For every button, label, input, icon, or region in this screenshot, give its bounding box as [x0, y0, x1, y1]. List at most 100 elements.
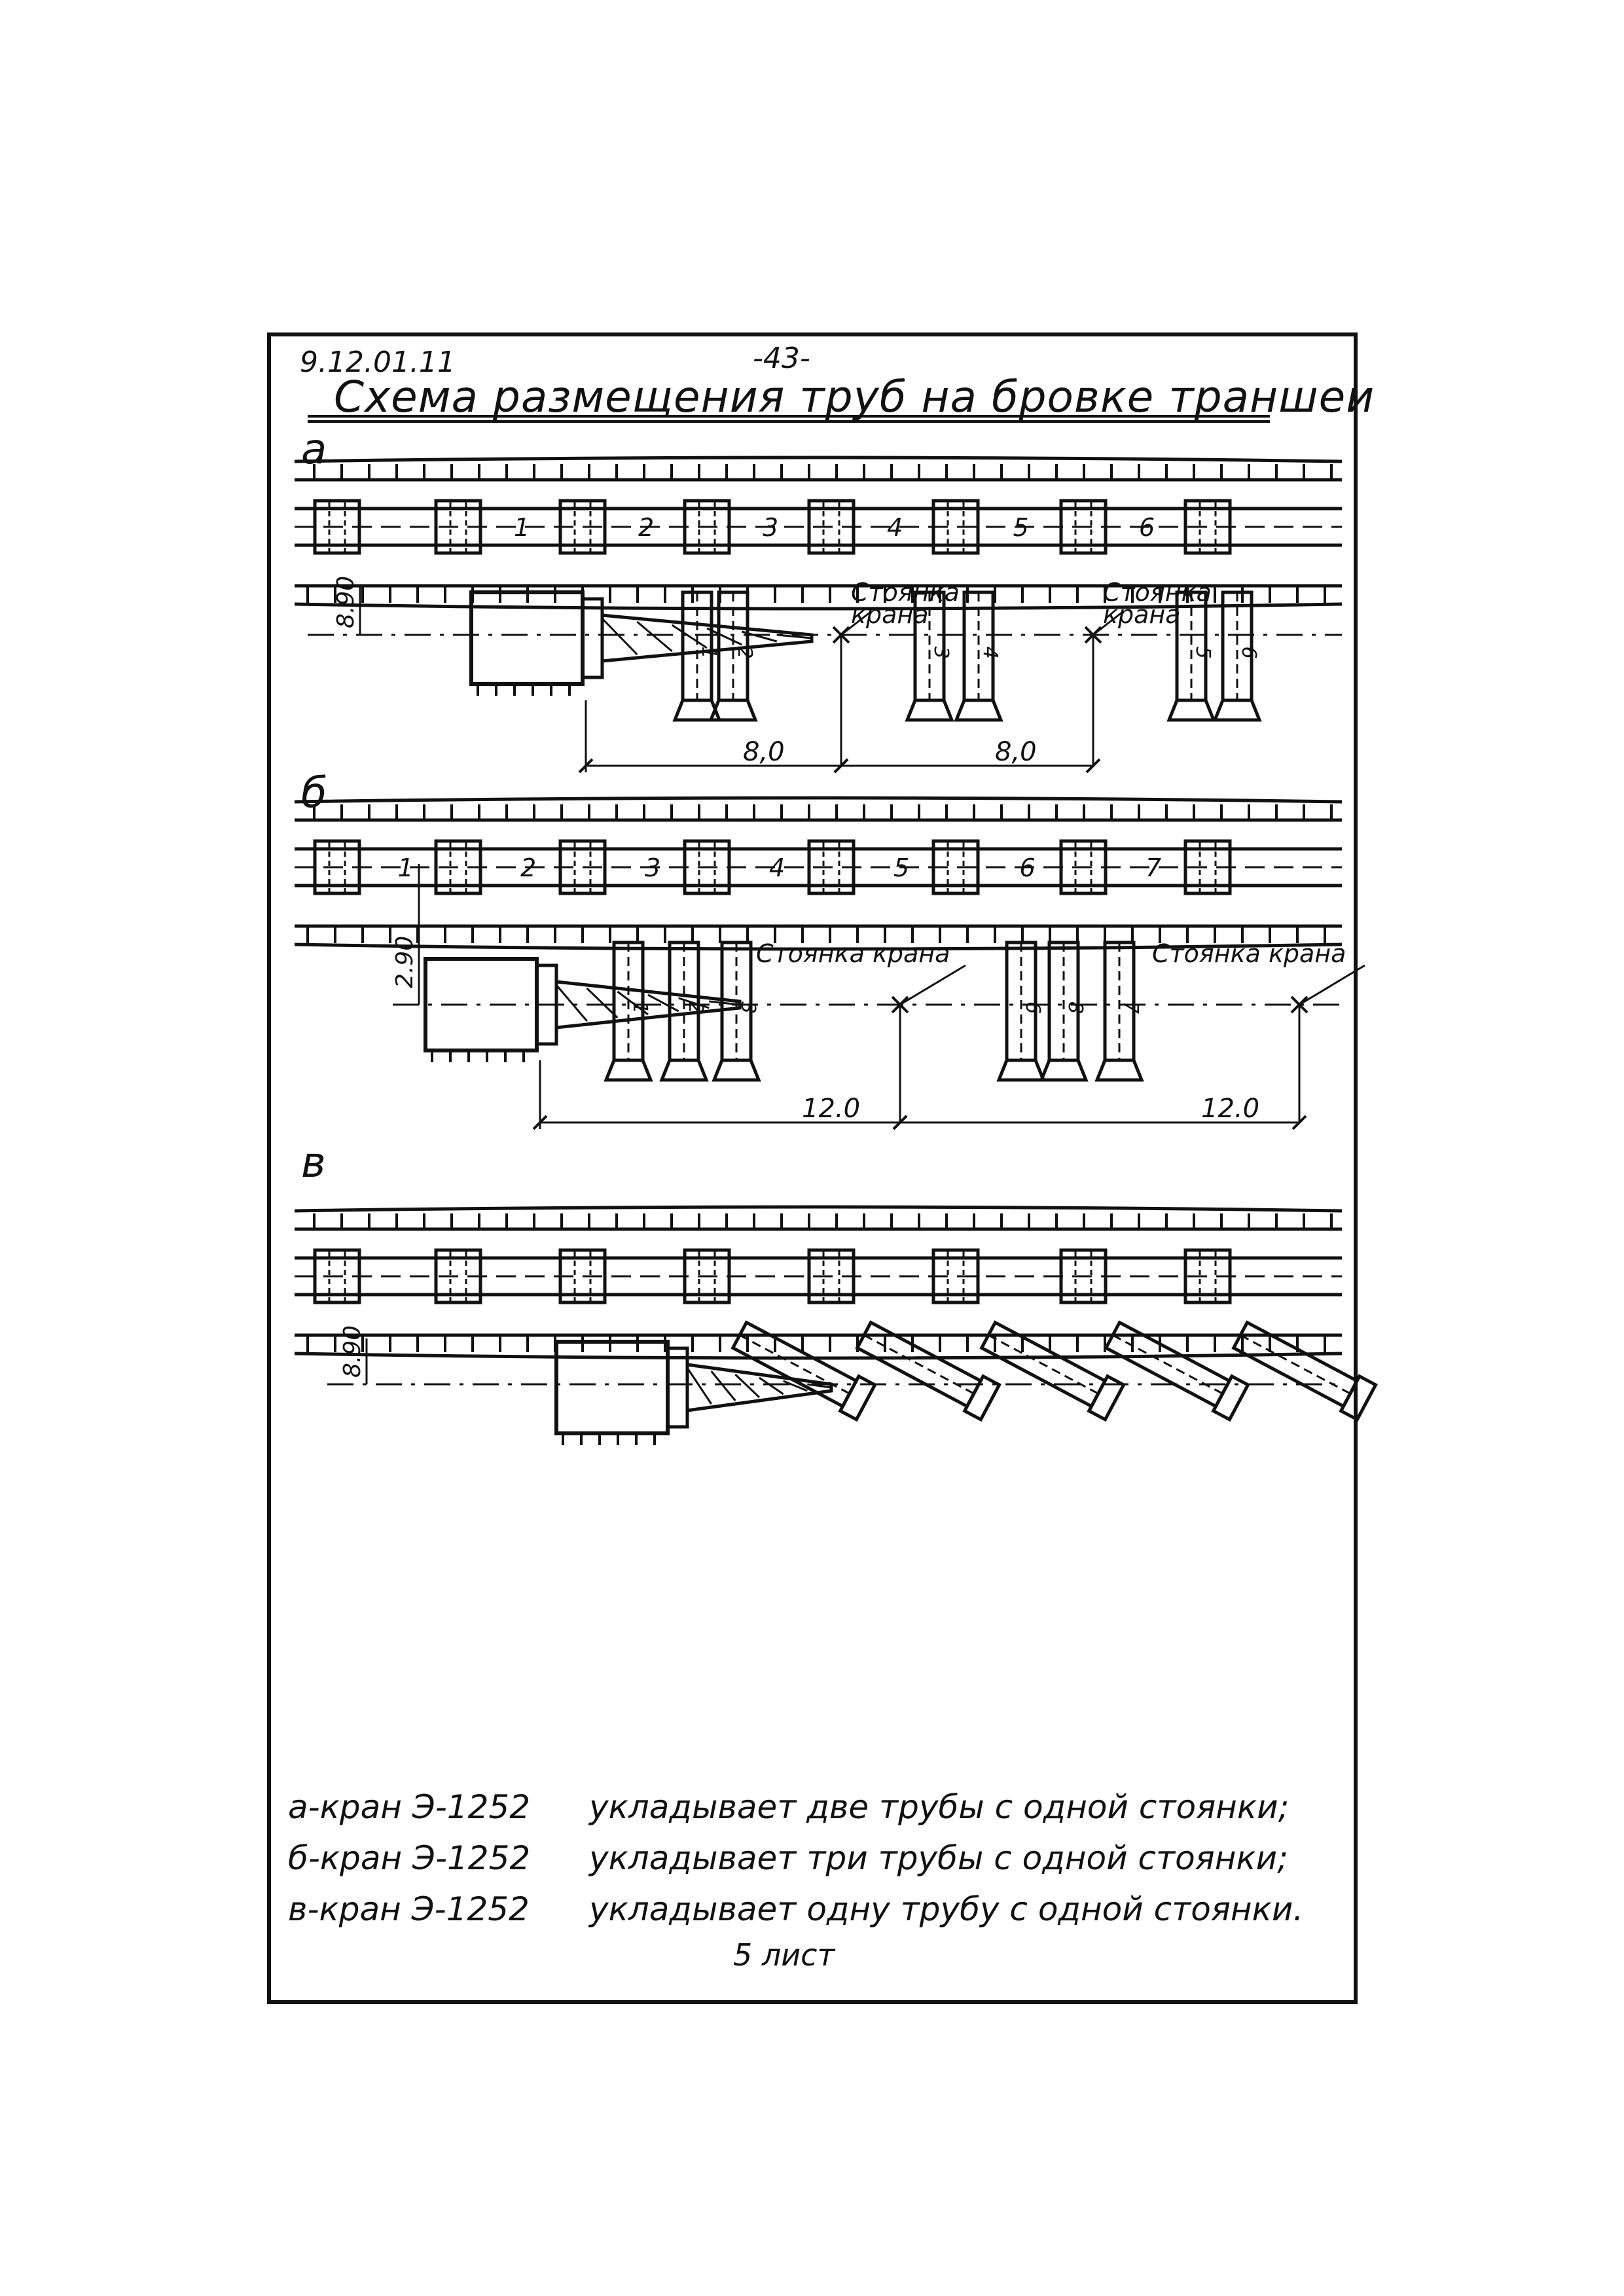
- section-b-pipe-number: 3: [645, 853, 660, 882]
- section-b-pipe-joint: [1059, 839, 1108, 895]
- section-a-crane-boom-lattice: [601, 617, 638, 656]
- section-b-crane-boom-lattice: [678, 997, 710, 1009]
- section-b-dim-tick: [892, 1115, 908, 1130]
- section-a-laid-pipe-socket: [1166, 698, 1216, 722]
- section-b-dim-tick: [1291, 1115, 1307, 1130]
- section-b-pipe-number: 2: [520, 853, 536, 882]
- section-a-dim-tick: [1085, 758, 1101, 774]
- section-a-pipe-number: 1: [514, 513, 530, 542]
- section-c-pipe-joint: [1183, 1248, 1232, 1304]
- legend-row-b: б-кран Э-1252 укладывает три трубы с одно…: [288, 1839, 1288, 1877]
- section-c-angled-pipe-socket: [1087, 1374, 1126, 1422]
- section-a-crane-boom-lattice: [671, 624, 708, 649]
- section-b-pipe-number: 6: [1020, 853, 1036, 882]
- section-c-angled-pipe: [731, 1320, 877, 1422]
- section-a-laid-pipe-socket: [905, 698, 954, 722]
- section-b-laid-pipe-socket: [1039, 1058, 1089, 1082]
- section-b-crane-boom: [554, 980, 742, 1030]
- section-b-laid-pipe-socket: [1094, 1058, 1144, 1082]
- section-a-stand-label: крана: [1103, 600, 1181, 629]
- section-b-laid-pipe-label: 3: [736, 1001, 759, 1014]
- section-b-pipe-joint: [683, 839, 731, 895]
- section-a-pipe-joint: [1183, 499, 1232, 555]
- section-a-laid-pipe-label: 5: [1191, 647, 1214, 659]
- page-number: -43-: [753, 342, 810, 375]
- section-a-stand-leader: [840, 611, 871, 636]
- page-title: Схема размещения труб на бровке траншеи: [334, 372, 1375, 422]
- section-a-laid-pipe-label: 4: [979, 647, 1001, 659]
- title-underline: [308, 415, 1270, 418]
- section-c-crane-boom-lattice: [759, 1376, 784, 1395]
- section-a-dim-tick: [578, 758, 594, 774]
- section-c-crane-boom-lattice: [710, 1371, 736, 1401]
- section-b-pipe-joint: [931, 839, 980, 895]
- section-b-laid-pipe-label: 6: [1021, 1001, 1044, 1014]
- section-c-crane-boom: [685, 1363, 833, 1412]
- section-b-dim-tick: [532, 1115, 548, 1130]
- section-b-pipe-joint: [807, 839, 856, 895]
- legend-label-b: б-кран Э-1252: [288, 1839, 531, 1877]
- section-b-crane-boom-lattice: [555, 984, 588, 1022]
- section-a-pipe-joint: [1059, 499, 1108, 555]
- section-b-bank-top: [294, 796, 1343, 804]
- title-underline-2: [308, 420, 1270, 423]
- section-c-pipe-joint: [1059, 1248, 1108, 1304]
- section-b-laid-pipe-label: 8: [1064, 1001, 1087, 1014]
- section-b-stand-leader: [1299, 964, 1365, 1006]
- section-c-angled-pipe-axis: [863, 1334, 975, 1395]
- section-b-dim-label: 12.0: [802, 1094, 860, 1124]
- legend-label-c: в-кран Э-1252: [288, 1890, 530, 1928]
- section-c-crane-boom-lattice: [734, 1373, 761, 1399]
- section-a-dim-tick: [833, 758, 849, 774]
- section-c-crane-boom-lattice: [783, 1380, 808, 1392]
- section-c-angled-pipe-socket: [962, 1374, 1001, 1422]
- section-a-pipe-joint: [683, 499, 731, 555]
- section-a-dim-label: 8,0: [743, 737, 785, 767]
- section-a-pipe-joint: [434, 499, 482, 555]
- section-a-crane-boom-lattice: [776, 634, 812, 639]
- legend-label-a: а-кран Э-1252: [288, 1788, 531, 1826]
- section-a-stand-label: крана: [851, 600, 929, 629]
- section-a-pipe-joint: [807, 499, 856, 555]
- section-b-pipe-number: 4: [769, 853, 785, 882]
- document-code: 9.12.01.11: [300, 346, 456, 379]
- section-a-pipe-joint: [931, 499, 980, 555]
- section-b-stand-label: Стоянка крана: [1152, 939, 1346, 968]
- section-b-stand-label: Стоянка крана: [756, 939, 950, 968]
- section-c-angled-pipe-axis: [1240, 1334, 1351, 1395]
- section-c-angled-pipe: [1104, 1320, 1250, 1422]
- section-b-pipe-number: 7: [1146, 853, 1161, 882]
- section-b-pipe-number: 5: [893, 853, 909, 882]
- section-a-laid-pipe-socket: [954, 698, 1003, 722]
- section-b-laid-pipe-label: 7: [1119, 1001, 1142, 1014]
- section-b-laid-pipe-label: 1: [628, 1001, 651, 1014]
- section-b-dim-label: 12.0: [1201, 1094, 1259, 1124]
- section-a-crane-cab: [581, 597, 604, 679]
- section-b-pipe-joint: [558, 839, 607, 895]
- section-b-laid-pipe-label: 2: [684, 1001, 707, 1014]
- section-a-laid-pipe-label: 1: [697, 647, 720, 659]
- section-c-angled-pipe-axis: [988, 1334, 1099, 1395]
- section-a-pipe-number: 3: [763, 513, 778, 542]
- section-a-bank-top: [294, 456, 1343, 463]
- section-c-pipe-joint: [558, 1248, 607, 1304]
- section-a-pipe-number: 6: [1139, 513, 1155, 542]
- section-b-pipe-number: 1: [398, 853, 414, 882]
- sheet-label: 5 лист: [733, 1937, 835, 1973]
- section-a-pipe-number: 2: [638, 513, 654, 542]
- section-b-pipe-joint: [1183, 839, 1232, 895]
- section-c-crane-boom-lattice: [807, 1383, 832, 1389]
- section-c-pipe-joint: [313, 1248, 361, 1304]
- section-a-stand-label: Стоянка: [851, 578, 960, 607]
- section-a-laid-pipe-socket: [672, 698, 722, 722]
- section-b-laid-pipe-socket: [712, 1058, 761, 1082]
- section-a-pipe-joint: [558, 499, 607, 555]
- section-c-pipe-joint: [931, 1248, 980, 1304]
- section-c-angled-pipe: [1231, 1320, 1378, 1422]
- drawing-frame: [267, 332, 1358, 2004]
- legend-text-b: укладывает три трубы с одной стоянки;: [589, 1839, 1288, 1877]
- section-c-angled-pipe: [979, 1320, 1126, 1422]
- section-a-crane-boom: [600, 613, 814, 663]
